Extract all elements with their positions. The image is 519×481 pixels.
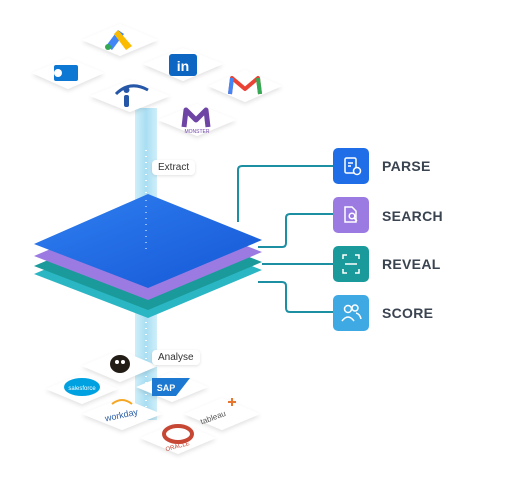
tableau-logo-tile [184, 398, 260, 430]
oracle-logo-tile [140, 422, 216, 454]
scan-frame-icon [342, 254, 360, 274]
salesforce-logo-text: salesforce [68, 386, 96, 392]
step-box-search [333, 197, 369, 233]
linkedin-logo-tile [143, 48, 223, 81]
sap-logo-text: SAP [157, 383, 176, 393]
google-ads-logo-tile [82, 24, 158, 56]
sap-logo-tile [136, 372, 208, 402]
gmail-logo-tile [208, 70, 282, 102]
layer-top [34, 194, 262, 288]
monster-logo-text: MONSTER [185, 129, 210, 135]
document-clock-icon [344, 157, 362, 176]
monster-logo-tile [158, 104, 236, 136]
step-connectors [237, 165, 333, 313]
workday-logo-tile [82, 398, 162, 430]
connector-search [258, 213, 333, 248]
salesforce-logo-tile [46, 374, 118, 404]
mailchimp-logo-tile [82, 350, 158, 382]
people-icon [341, 304, 362, 322]
step-label-reveal: REVEAL [382, 256, 441, 272]
step-label-parse: PARSE [382, 158, 431, 174]
indeed-logo-tile [90, 80, 170, 112]
step-label-search: SEARCH [382, 208, 443, 224]
connector-score [258, 281, 333, 313]
step-label-score: SCORE [382, 305, 434, 321]
analyse-tag: Analyse [152, 350, 200, 365]
connector-parse [237, 165, 333, 222]
extract-tag: Extract [152, 160, 196, 175]
outlook-logo-tile [32, 58, 104, 89]
linkedin-logo-text: in [177, 58, 189, 74]
document-search-icon [344, 206, 358, 223]
step-box-score [333, 295, 369, 331]
